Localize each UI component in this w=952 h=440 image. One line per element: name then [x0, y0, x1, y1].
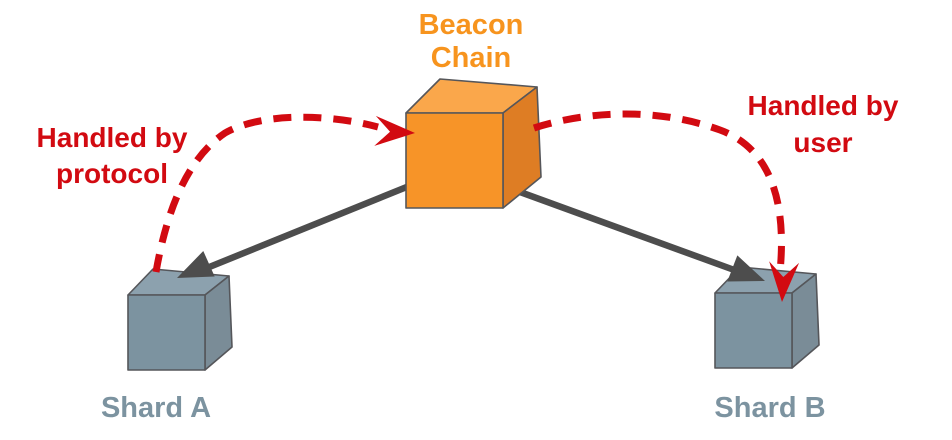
arrowhead-chevron — [769, 261, 800, 302]
handled-by-protocol-label: Handled by protocol — [37, 122, 188, 189]
beacon-label-line-1: Beacon — [419, 9, 524, 41]
protocol-label-line-2: protocol — [56, 158, 168, 189]
shard-b-cube-front-face — [714, 292, 793, 369]
beacon-cube-front-face — [405, 112, 504, 209]
red-arrowhead-into-shard-b — [769, 261, 800, 302]
beacon-chain-label: Beacon Chain — [419, 9, 524, 74]
arrowhead-triangle — [727, 255, 765, 282]
beacon-chain-cube — [405, 78, 542, 209]
arrow-beacon-to-shard-a-head — [177, 250, 215, 278]
shard-a-cube-front-face — [127, 294, 206, 371]
user-label-line-2: user — [793, 127, 852, 158]
arrow-beacon-to-shard-b-head — [727, 255, 765, 282]
shard-b-cube — [714, 266, 820, 369]
red-dashed-arrow-beacon-to-shard-b — [532, 110, 785, 273]
beacon-label-line-2: Chain — [431, 42, 512, 74]
arrowhead-triangle — [177, 250, 215, 278]
shard-a-cube — [127, 268, 233, 371]
arrow-beacon-to-shard-a-line — [195, 176, 426, 276]
handled-by-user-label: Handled by user — [748, 90, 899, 158]
red-arrowhead-into-beacon — [374, 115, 415, 146]
protocol-label-line-1: Handled by — [37, 122, 188, 153]
arrowhead-chevron — [374, 115, 415, 146]
user-label-line-1: Handled by — [748, 90, 899, 121]
arrow-beacon-to-shard-b-line — [496, 180, 750, 279]
shard-a-label: Shard A — [101, 392, 211, 424]
red-dashed-arrow-shard-a-to-beacon — [152, 113, 379, 273]
shard-b-label: Shard B — [714, 392, 825, 424]
